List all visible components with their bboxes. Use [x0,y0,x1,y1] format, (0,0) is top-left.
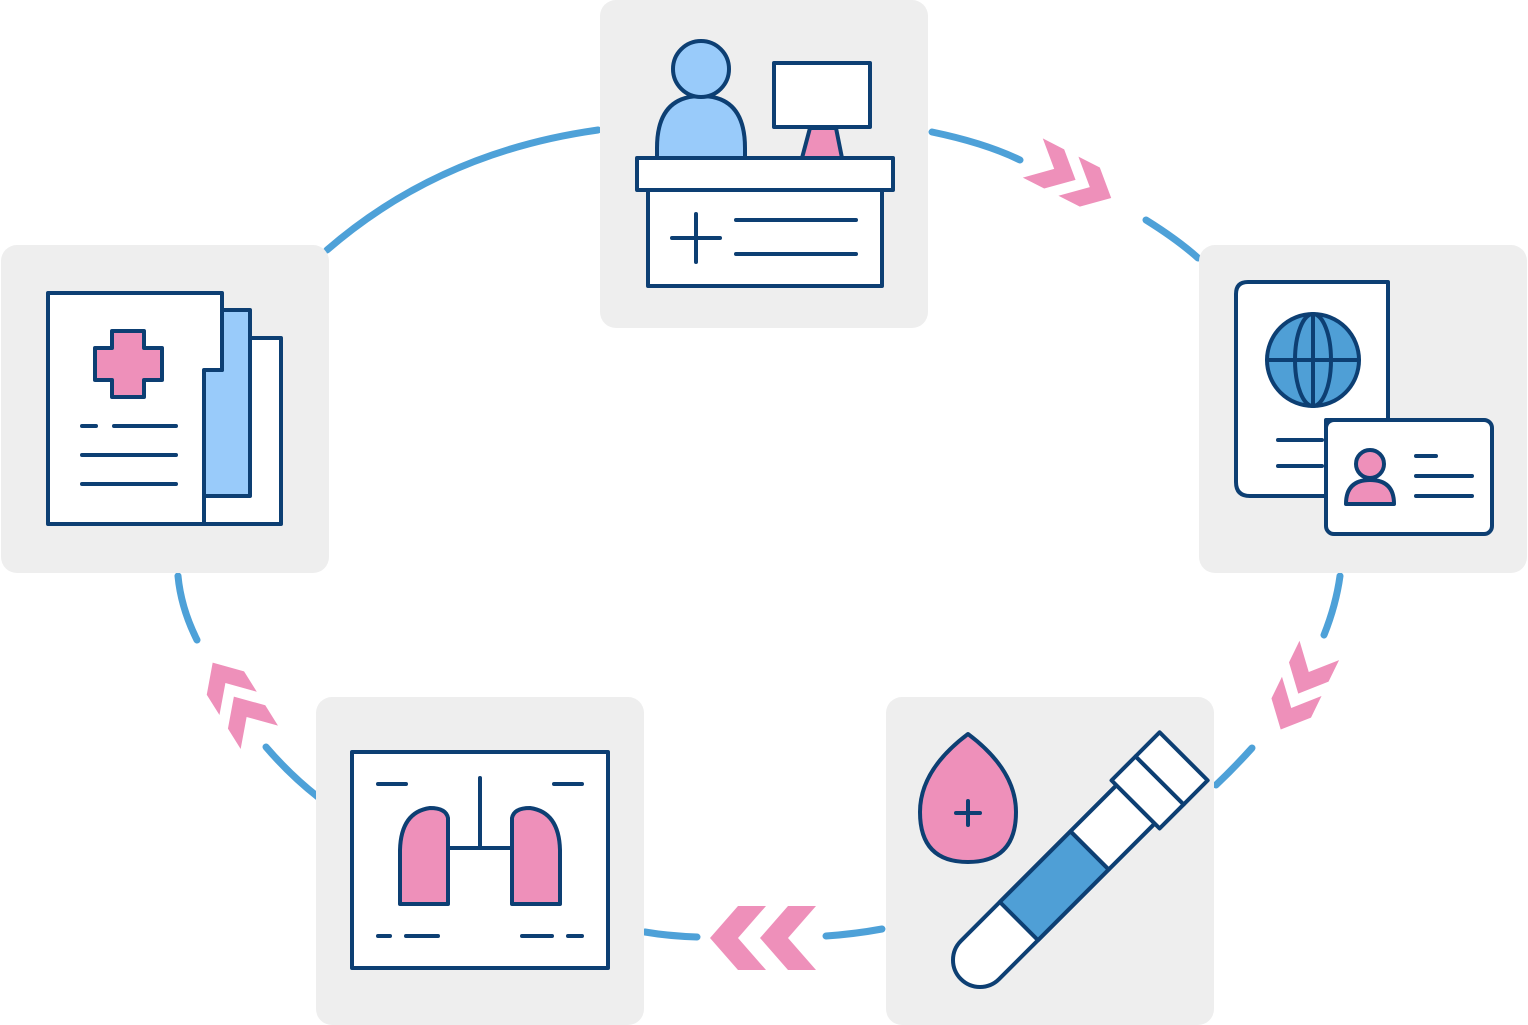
medical-records-icon [46,291,283,526]
passport-id-card-icon [1234,280,1494,536]
ring-segment-top-left [323,126,602,254]
ring-segment-bottom-a [822,925,886,940]
double-chevron-arrow-icon [710,906,816,970]
double-chevron-arrow-icon [206,662,278,749]
blood-test-tube-icon [918,730,1210,989]
ring-segment-right-b [1212,744,1256,789]
reception-desk-icon [635,39,895,288]
lung-xray-icon [350,750,610,970]
ring-segment-right-a [1320,572,1344,639]
ring-segment-top-right-b [1142,216,1202,262]
double-chevron-arrow-icon [1271,640,1340,730]
ring-segment-bottom-b [641,928,701,941]
double-chevron-arrow-icon [1022,138,1112,207]
ring-segment-left-b [262,743,322,801]
ring-segment-left-a [174,572,201,644]
ring-segment-top-right-a [928,128,1024,164]
cycle-ring [174,126,1344,941]
